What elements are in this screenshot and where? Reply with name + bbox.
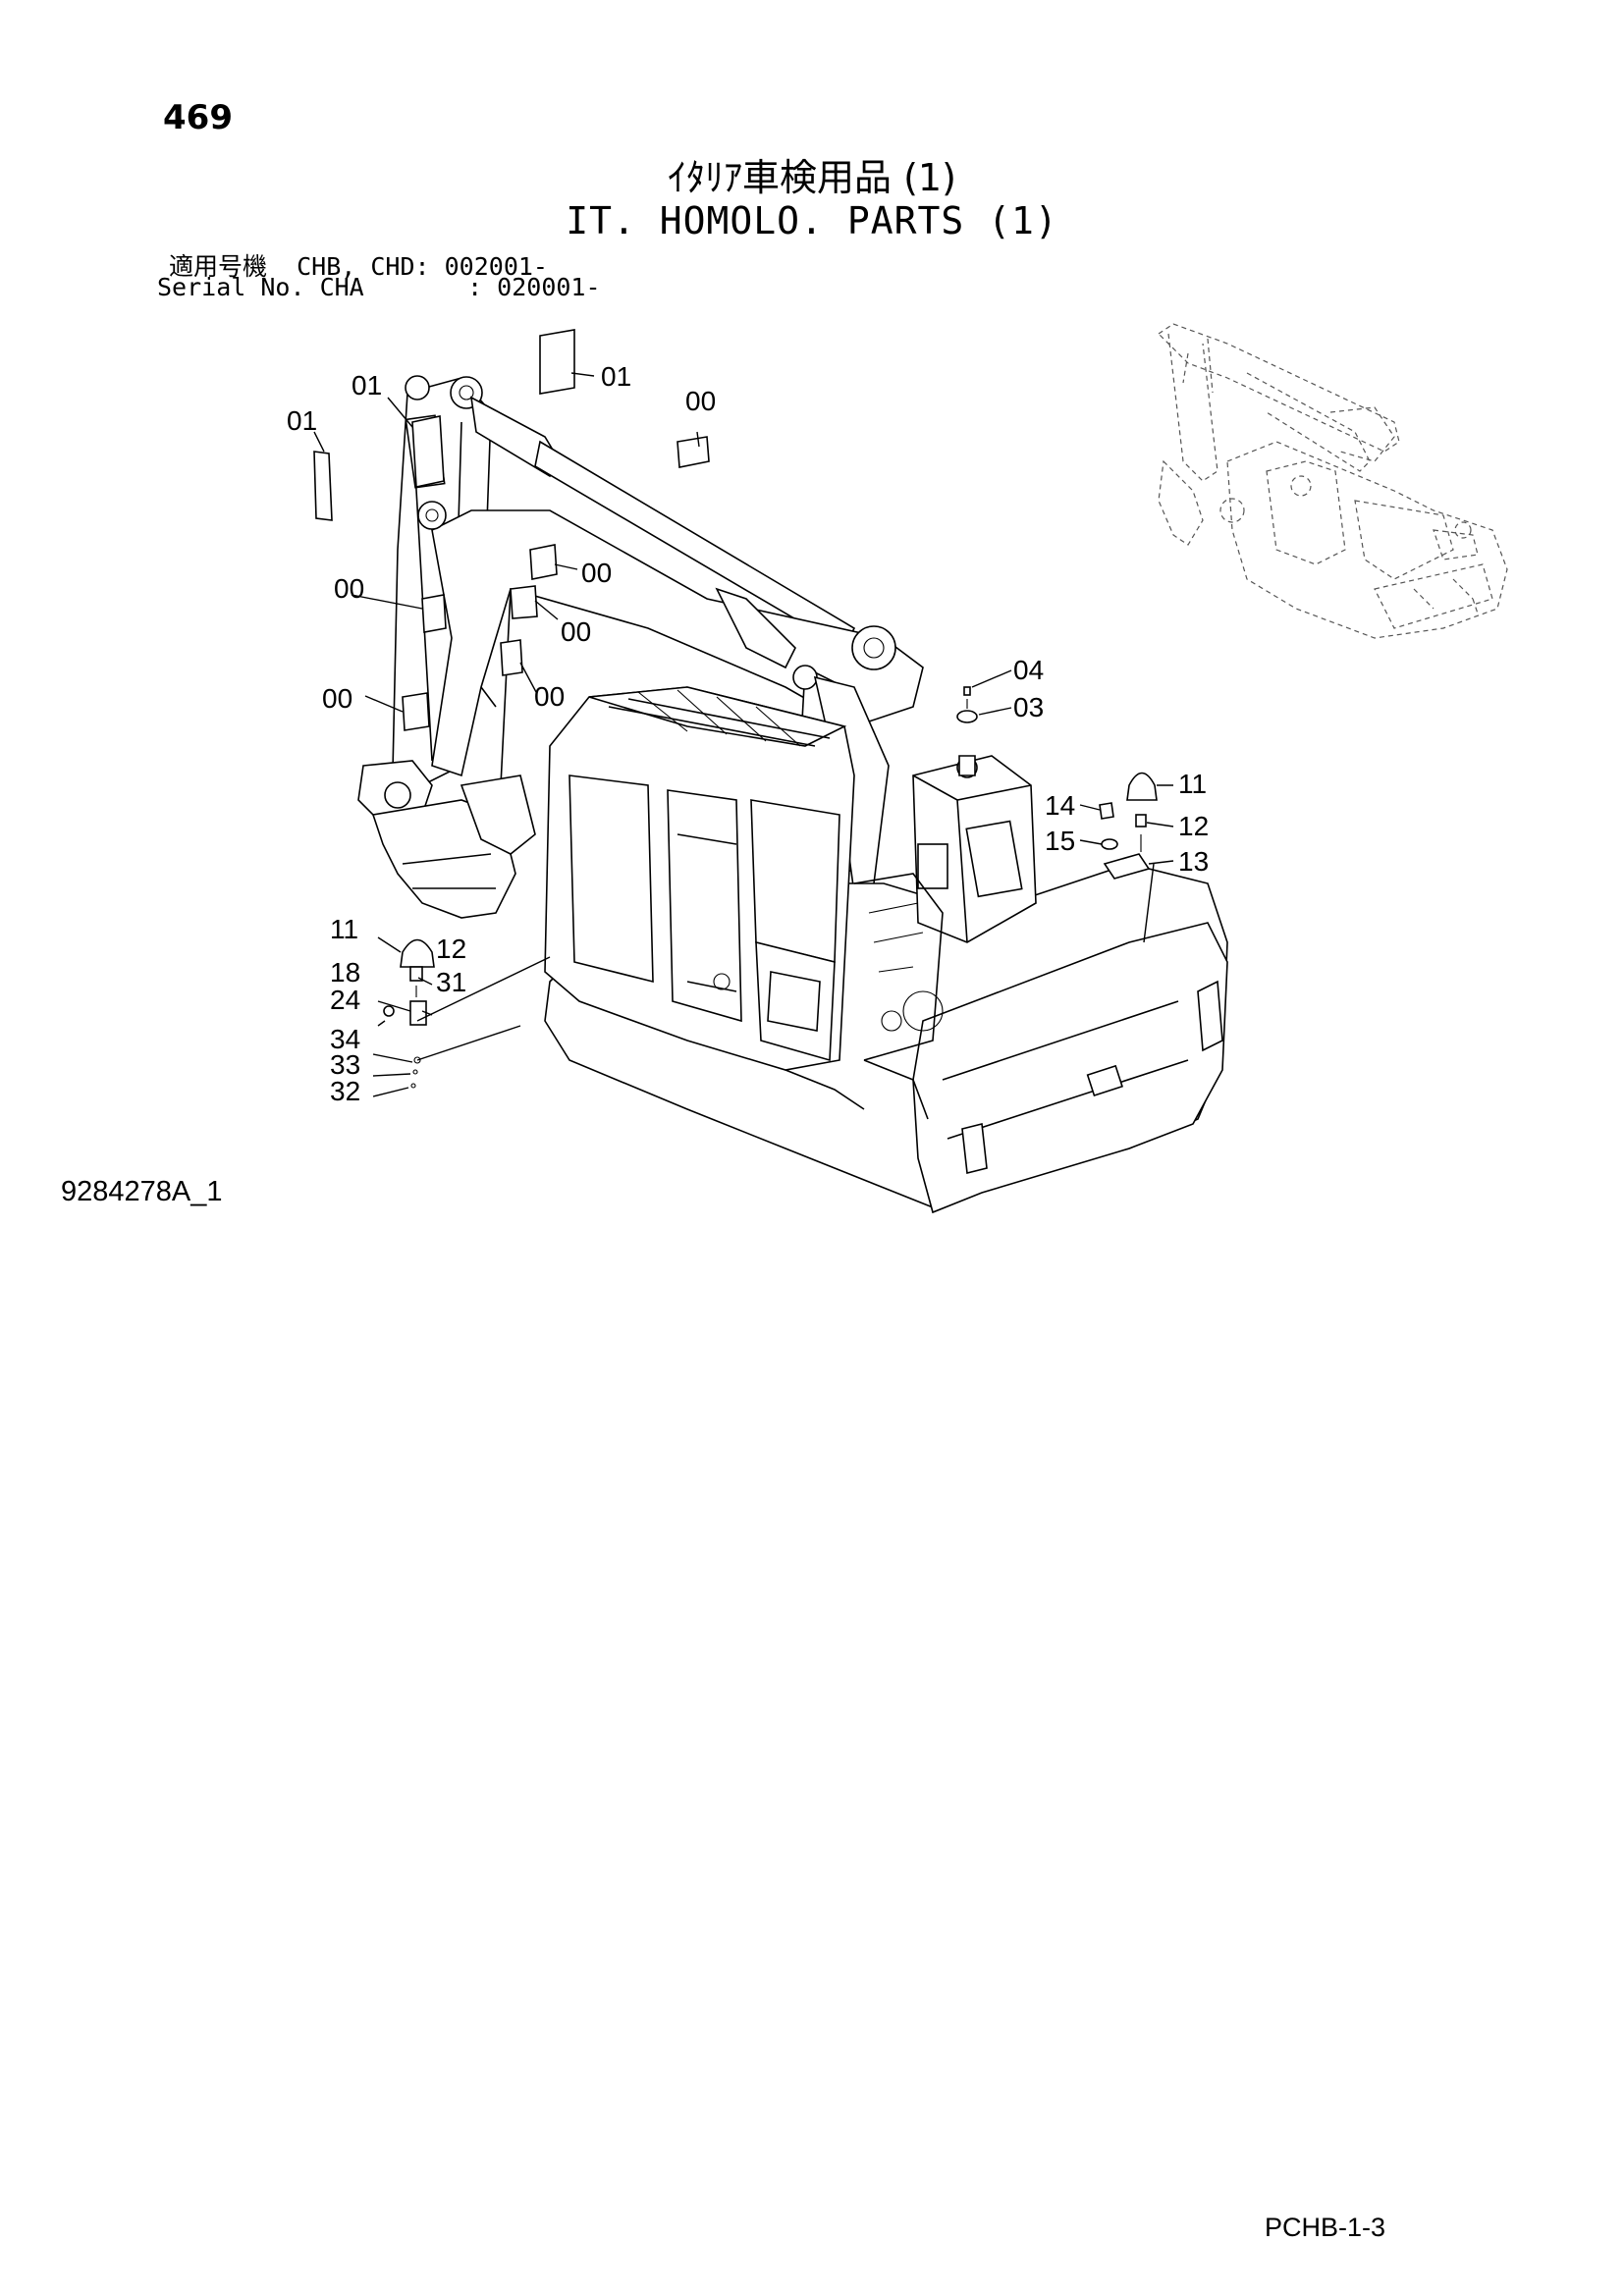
callout-00-top: 00 [685, 386, 716, 416]
inset-overview-drawing [1158, 323, 1508, 639]
small-parts-right [956, 686, 1158, 880]
page-number: 469 [163, 98, 233, 137]
callout-31: 31 [436, 967, 466, 997]
callout-12-right: 12 [1178, 811, 1209, 841]
page-code: PCHB-1-3 [1265, 2213, 1386, 2242]
callout-33: 33 [330, 1049, 360, 1080]
title-japanese: ｲﾀﾘｱ車検用品 (1) [668, 156, 956, 199]
callout-15: 15 [1045, 826, 1075, 856]
callout-13: 13 [1178, 846, 1209, 877]
callout-04: 04 [1013, 655, 1044, 685]
callout-24: 24 [330, 985, 360, 1015]
callout-00-arm-lower: 00 [322, 683, 352, 714]
callout-18: 18 [330, 957, 360, 988]
callout-00-boom-upper: 00 [581, 558, 612, 588]
callout-01-top: 01 [601, 361, 631, 392]
callout-03: 03 [1013, 692, 1044, 722]
serial-number-line: Serial No. CHA : 020001- [157, 273, 601, 301]
callout-00-arm-upper: 00 [334, 573, 364, 604]
callout-11-right: 11 [1178, 769, 1207, 799]
callout-01-arm: 01 [352, 370, 382, 400]
callout-00-boom-lower: 00 [534, 681, 565, 712]
small-parts-left [383, 938, 435, 1089]
callout-32: 32 [330, 1076, 360, 1106]
callout-11-left: 11 [330, 914, 358, 944]
callout-14: 14 [1045, 790, 1075, 821]
callout-12-left: 12 [436, 934, 466, 964]
callout-34: 34 [330, 1024, 360, 1054]
leader-lines [313, 372, 1174, 1097]
serial-applicability-line: 適用号機 CHB, CHD: 002001- [169, 252, 548, 281]
drawing-code: 9284278A_1 [61, 1176, 223, 1207]
callout-00-boom-mid: 00 [561, 616, 591, 647]
title-english: IT. HOMOLO. PARTS (1) [566, 199, 1058, 242]
excavator-drawing [313, 329, 1228, 1214]
callout-01-left: 01 [287, 405, 317, 436]
callout-labels: 01 01 01 00 00 00 00 00 00 04 03 11 14 1… [287, 361, 1209, 1106]
